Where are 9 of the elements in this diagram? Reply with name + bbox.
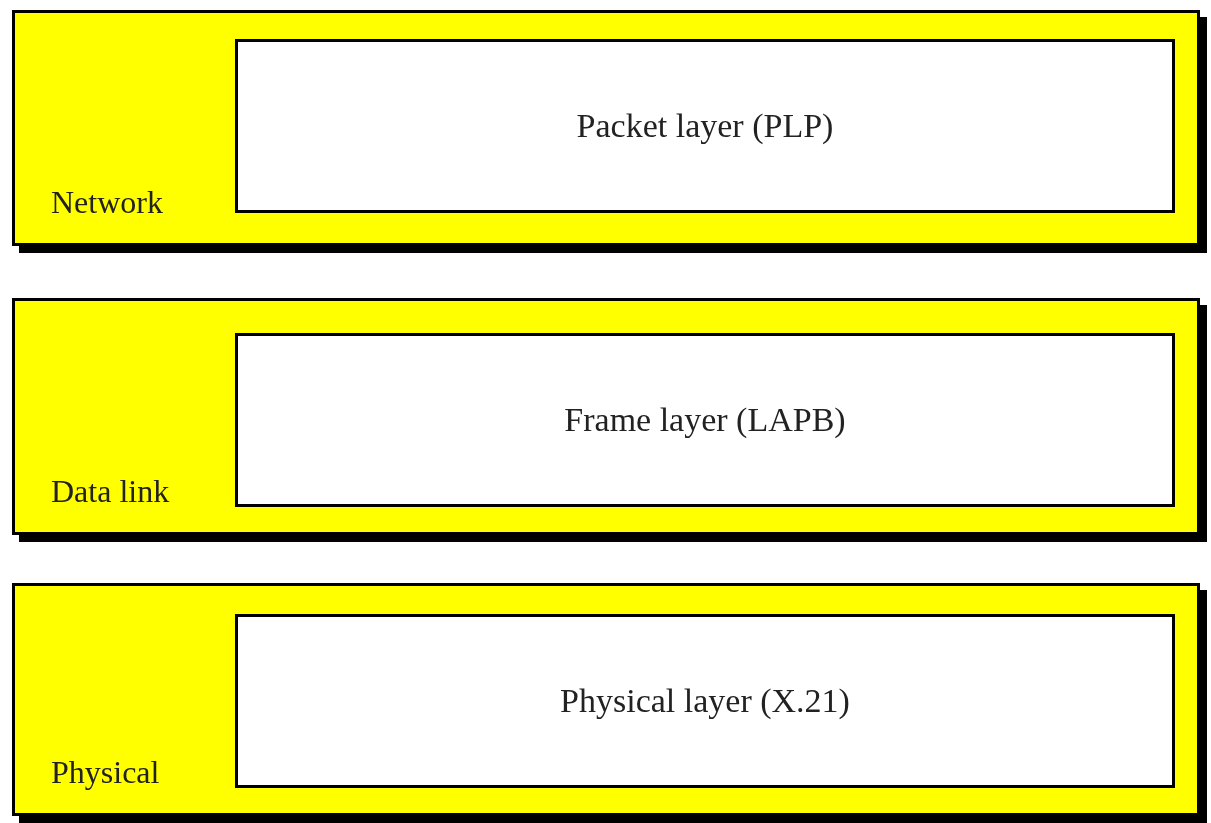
layer-name: Physical layer (X.21) — [560, 682, 850, 720]
layer-label: Data link — [51, 473, 170, 510]
layer-label: Physical — [51, 754, 160, 791]
protocol-layer-box — [235, 333, 1175, 507]
protocol-layer-box — [235, 39, 1175, 213]
layer-label: Network — [51, 184, 163, 221]
layer-name: Frame layer (LAPB) — [564, 401, 846, 439]
protocol-layer-box — [235, 614, 1175, 788]
layer-name: Packet layer (PLP) — [576, 107, 834, 145]
